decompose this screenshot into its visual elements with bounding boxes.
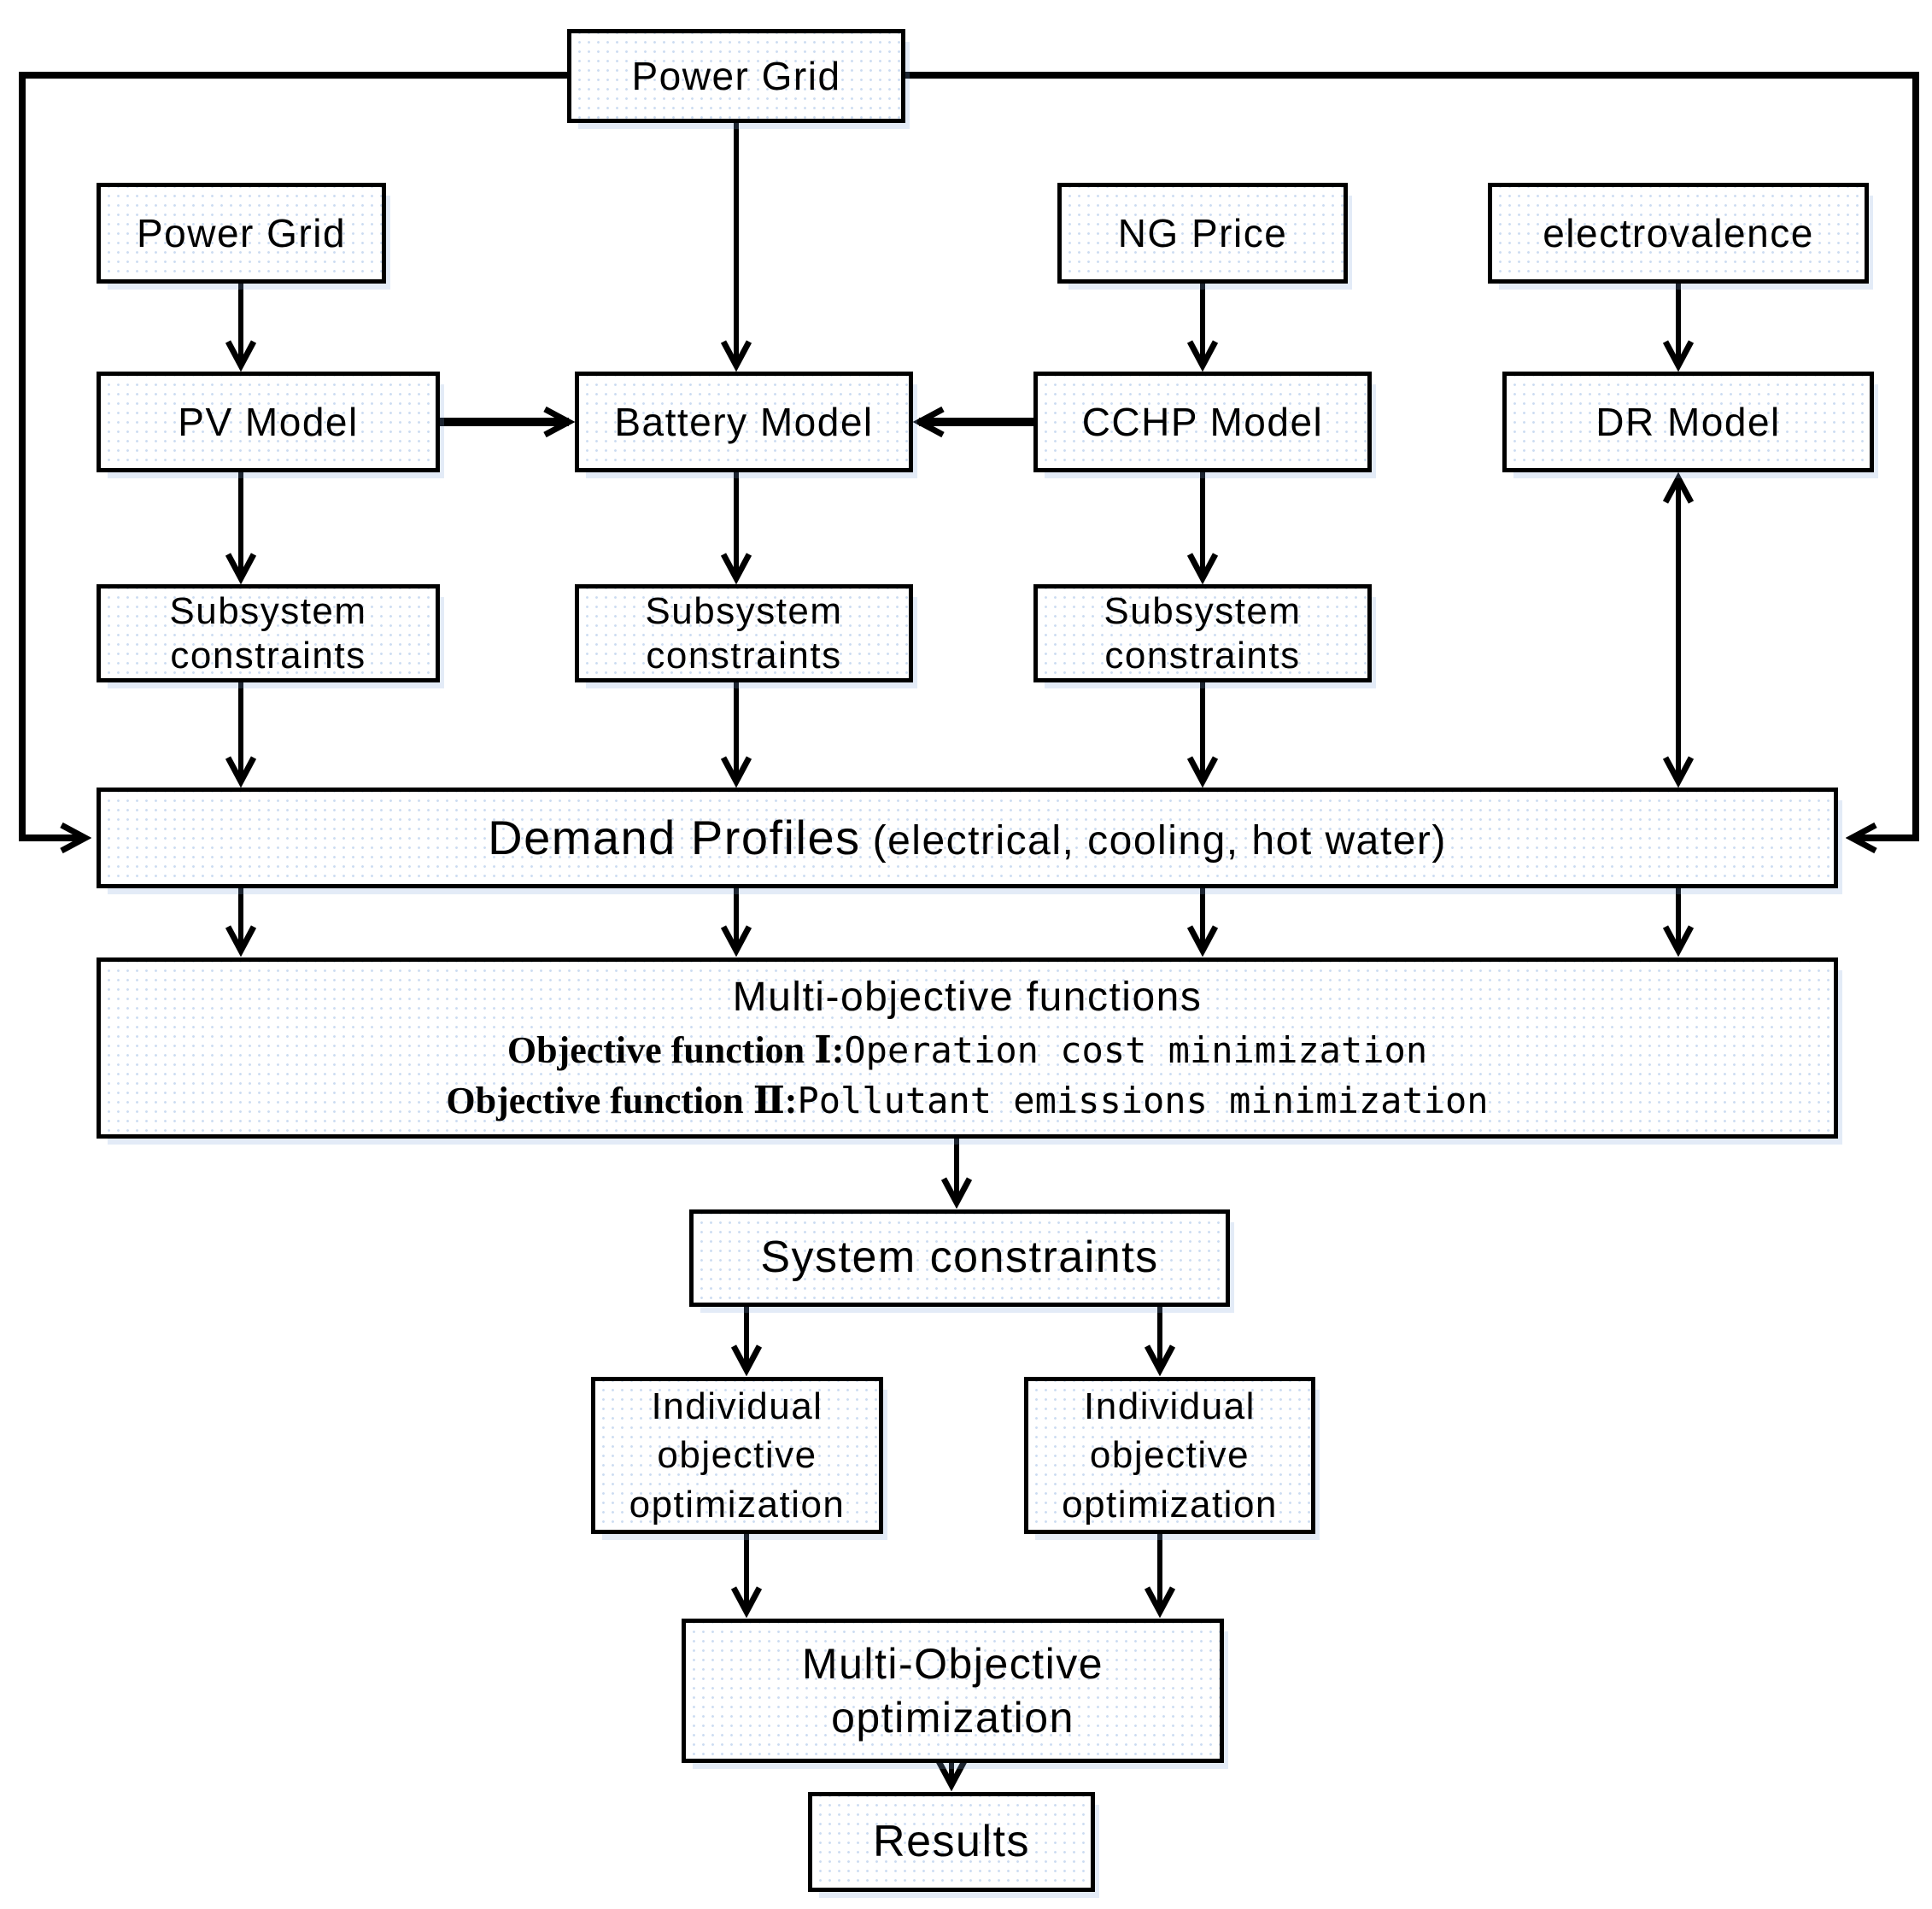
node-power-grid-input: Power Grid <box>97 183 386 284</box>
node-ng-price: NG Price <box>1057 183 1348 284</box>
node-label: System constraints <box>760 1233 1159 1283</box>
node-dr-model: DR Model <box>1502 372 1874 472</box>
node-label: CCHP Model <box>1081 399 1324 444</box>
objective-2-prefix: Objective function Ⅱ: <box>446 1079 798 1121</box>
node-label: Results <box>873 1816 1030 1866</box>
node-battery-model: Battery Model <box>575 372 913 472</box>
node-label: Multi-Objective optimization <box>801 1640 1104 1742</box>
node-subsystem-constraints-cchp: Subsystem constraints <box>1033 584 1372 682</box>
node-label: DR Model <box>1595 399 1781 444</box>
node-power-grid-top: Power Grid <box>567 29 905 123</box>
node-subsystem-constraints-pv: Subsystem constraints <box>97 584 440 682</box>
objective-1-prefix: Objective function Ⅰ: <box>506 1028 845 1071</box>
node-label: Subsystem constraints <box>1104 589 1302 676</box>
node-label: PV Model <box>178 399 359 444</box>
demand-profiles-text: Demand Profiles (electrical, cooling, ho… <box>488 809 1447 867</box>
rail-powergrid-right-to-demand <box>905 72 1919 838</box>
node-label: Power Grid <box>136 210 347 255</box>
objective-1-text: Operation cost minimization <box>844 1028 1428 1071</box>
node-label: Power Grid <box>631 53 841 98</box>
node-label: electrovalence <box>1543 210 1814 255</box>
node-electrovalence: electrovalence <box>1488 183 1869 284</box>
node-results: Results <box>808 1792 1095 1892</box>
node-demand-profiles: Demand Profiles (electrical, cooling, ho… <box>97 788 1838 888</box>
demand-profiles-detail: (electrical, cooling, hot water) <box>872 817 1447 864</box>
node-label: NG Price <box>1117 210 1288 255</box>
node-label: Subsystem constraints <box>645 589 843 676</box>
objective-function-1: Objective function Ⅰ:Operation cost mini… <box>507 1028 1427 1074</box>
node-individual-objective-optimization-right: Individual objective optimization <box>1024 1377 1315 1534</box>
node-multi-objective-optimization: Multi-Objective optimization <box>682 1619 1224 1763</box>
node-multi-objective-functions: Multi-objective functions Objective func… <box>97 957 1838 1139</box>
node-system-constraints: System constraints <box>689 1209 1230 1307</box>
node-label: Individual objective optimization <box>1062 1385 1278 1525</box>
node-pv-model: PV Model <box>97 372 440 472</box>
demand-profiles-main: Demand Profiles <box>488 810 861 864</box>
node-label: Subsystem constraints <box>169 589 367 676</box>
rail-powergrid-left-to-demand <box>19 72 567 838</box>
node-subsystem-constraints-battery: Subsystem constraints <box>575 584 913 682</box>
node-individual-objective-optimization-left: Individual objective optimization <box>591 1377 883 1534</box>
objective-2-text: Pollutant emissions minimization <box>797 1079 1489 1121</box>
multi-objective-title: Multi-objective functions <box>732 974 1203 1020</box>
node-label: Battery Model <box>614 399 874 444</box>
objective-function-2: Objective function Ⅱ:Pollutant emissions… <box>446 1078 1488 1124</box>
node-label: Individual objective optimization <box>629 1385 846 1525</box>
node-cchp-model: CCHP Model <box>1033 372 1372 472</box>
